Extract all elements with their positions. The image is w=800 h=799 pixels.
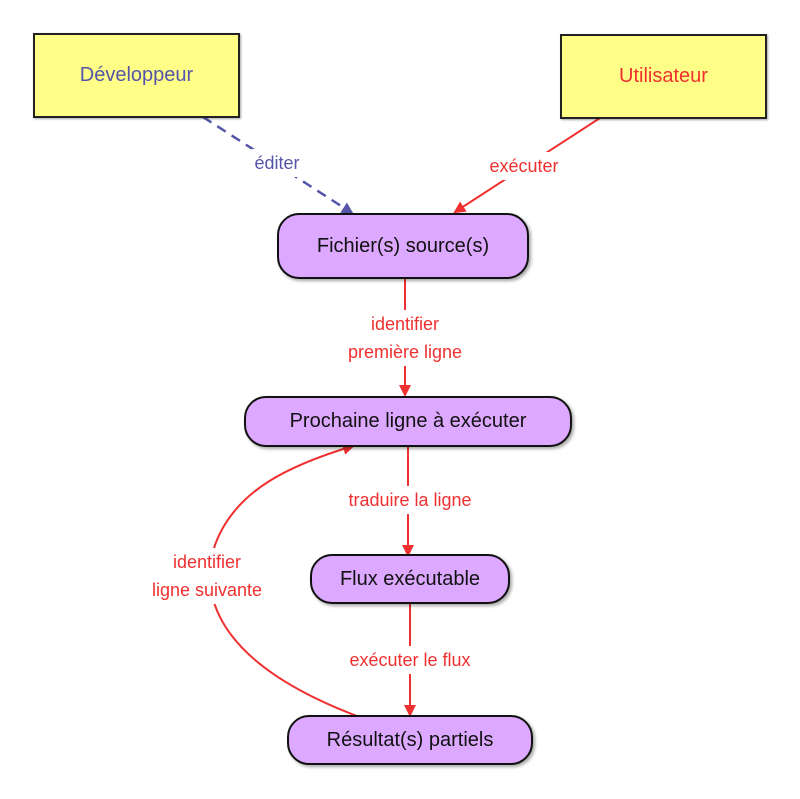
partial-results-node[interactable]: Résultat(s) partiels — [287, 715, 533, 765]
exec-stream-label: Flux exécutable — [339, 567, 481, 590]
edge-label-translate-line: traduire la ligne — [345, 486, 475, 514]
edge-label-edit: éditer — [251, 149, 303, 177]
first-line-text: première ligne — [347, 342, 463, 362]
edge-label-execute: exécuter — [486, 152, 562, 180]
developer-label: Développeur — [79, 64, 194, 86]
developer-node[interactable]: Développeur — [33, 33, 240, 118]
next-line-label: Prochaine ligne à exécuter — [289, 410, 527, 432]
next-line-text: ligne suivante — [151, 580, 263, 600]
exec-stream-node[interactable]: Flux exécutable — [310, 554, 510, 604]
edge-label-identify-first-line: identifier première ligne — [344, 310, 466, 366]
edit-text: éditer — [254, 153, 300, 173]
identify-text: identifier — [370, 314, 440, 334]
edge-label-identify-next-line: identifier ligne suivante — [148, 548, 266, 604]
execute-text: exécuter — [489, 156, 559, 176]
execute-stream-text: exécuter le flux — [349, 650, 471, 670]
source-files-node[interactable]: Fichier(s) source(s) — [277, 213, 529, 279]
partial-results-label: Résultat(s) partiels — [326, 728, 494, 751]
user-node[interactable]: Utilisateur — [560, 34, 767, 119]
edge-label-execute-stream: exécuter le flux — [346, 646, 474, 674]
source-files-label: Fichier(s) source(s) — [316, 234, 490, 257]
user-label: Utilisateur — [619, 65, 708, 87]
translate-line-text: traduire la ligne — [348, 490, 472, 510]
identify-next-text: identifier — [172, 552, 242, 572]
next-line-node[interactable]: Prochaine ligne à exécuter — [244, 396, 572, 447]
